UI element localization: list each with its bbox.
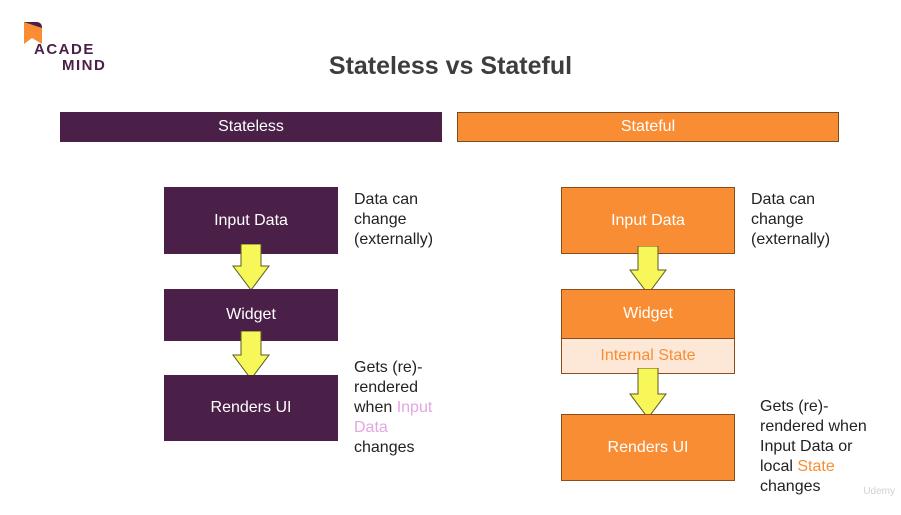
stateless-arrow-down-icon bbox=[232, 244, 270, 291]
stateful-note-data-change: Data can change (externally) bbox=[751, 191, 831, 248]
logo-text-line2: MIND bbox=[62, 57, 107, 74]
stateless-renders-ui-box: Renders UI bbox=[164, 375, 338, 441]
stateful-renders-ui-box: Renders UI bbox=[561, 414, 735, 481]
stateful-arrow-down-icon bbox=[629, 246, 667, 295]
note-text: Gets (re)-rendered when Input Data or lo… bbox=[760, 398, 867, 475]
slide-title: Stateless vs Stateful bbox=[328, 52, 573, 80]
academind-logo bbox=[22, 20, 132, 80]
note-highlight: State bbox=[797, 458, 835, 475]
stateless-note-data-change: Data can change (externally) bbox=[354, 191, 434, 248]
stateful-arrow-down-icon bbox=[629, 368, 667, 419]
stateful-input-data-box: Input Data bbox=[561, 187, 735, 254]
logo-text-line1: ACADE bbox=[34, 41, 95, 58]
stateful-widget-box: Widget bbox=[561, 289, 735, 339]
stateful-note-rerender: Gets (re)-rendered when Input Data or lo… bbox=[760, 397, 872, 497]
note-text: Gets (re)-rendered when bbox=[354, 359, 423, 416]
note-text: changes bbox=[354, 439, 415, 456]
note-text: changes bbox=[760, 478, 821, 495]
logo-mark-icon bbox=[24, 22, 42, 44]
stateless-header: Stateless bbox=[60, 112, 442, 142]
stateless-arrow-down-icon bbox=[232, 331, 270, 380]
stateful-header: Stateful bbox=[457, 112, 839, 142]
stateless-input-data-box: Input Data bbox=[164, 187, 338, 254]
stateless-note-rerender: Gets (re)-rendered when Input Data chang… bbox=[354, 358, 449, 458]
note-highlight: Input Data bbox=[354, 399, 433, 436]
udemy-watermark: Udemy bbox=[863, 486, 895, 497]
